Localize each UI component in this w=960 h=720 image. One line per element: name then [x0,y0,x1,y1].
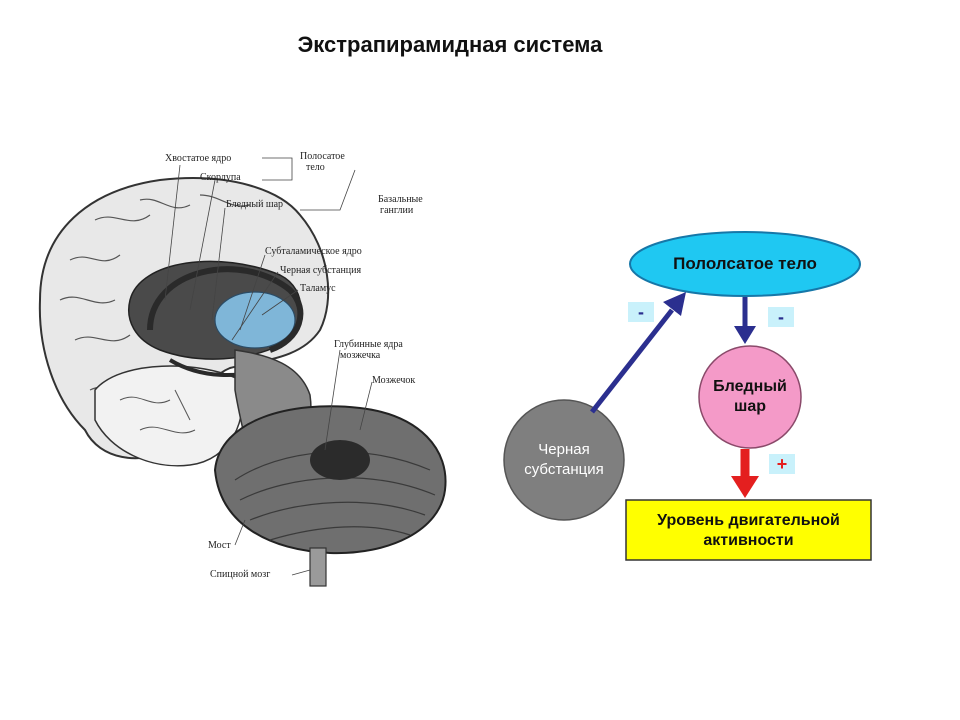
arrowhead-nigra-to-striatum [663,292,686,316]
nigra-label-line2: субстанция [524,461,604,478]
label-spinal-cord: Спицной мозг [210,569,271,580]
pallidus-label-line2: шар [733,398,766,415]
activity-label-line1: Уровень двигательной [657,512,840,529]
pallidus-label-line1: Бледный [713,378,787,395]
label-deep-nuclei-line2: мозжечка [340,350,381,361]
label-basal-line2: ганглии [380,205,414,216]
label-substantia-nigra: Черная субстанция [280,265,362,276]
node-striatum [629,231,861,297]
label-basal-line1: Базальные [378,194,423,205]
leader-lines [164,157,373,576]
label-striatum-line2: тело [306,162,325,173]
label-caudate: Хвостатое ядро [165,153,232,164]
arrow-nigra-to-striatum [590,308,674,414]
label-striatum-line1: Полосатое [300,151,345,162]
cerebellum-shape [213,405,447,555]
arrowhead-pallidus-to-activity [731,476,759,498]
node-motor-activity [625,499,872,561]
label-putamen: Скорлупа [200,172,241,183]
node-globus-pallidus [698,345,802,449]
spinal-cord-shape [309,547,327,587]
sign-nigra-to-striatum: - [628,302,654,322]
label-thalamus: Таламус [300,283,336,294]
nigra-label-line1: Черная [538,441,590,458]
activity-label-line2: активности [703,532,794,549]
page-title: Экстрапирамидная система [297,32,603,57]
sign-pallidus-to-activity: + [769,454,795,474]
node-substantia-nigra [503,399,625,521]
label-pons: Мост [208,540,231,551]
label-globus-pallidus: Бледный шар [226,199,284,210]
arrowhead-striatum-to-pallidus [734,326,756,344]
sign-striatum-to-pallidus: - [768,307,794,327]
label-deep-nuclei-line1: Глубинные ядра [334,339,403,350]
label-subthalamic: Субталамическое ядро [265,246,362,257]
striatum-label: Пололсатое тело [673,254,817,273]
label-cerebellum: Мозжечок [372,375,416,386]
temporal-sulci [119,389,196,434]
